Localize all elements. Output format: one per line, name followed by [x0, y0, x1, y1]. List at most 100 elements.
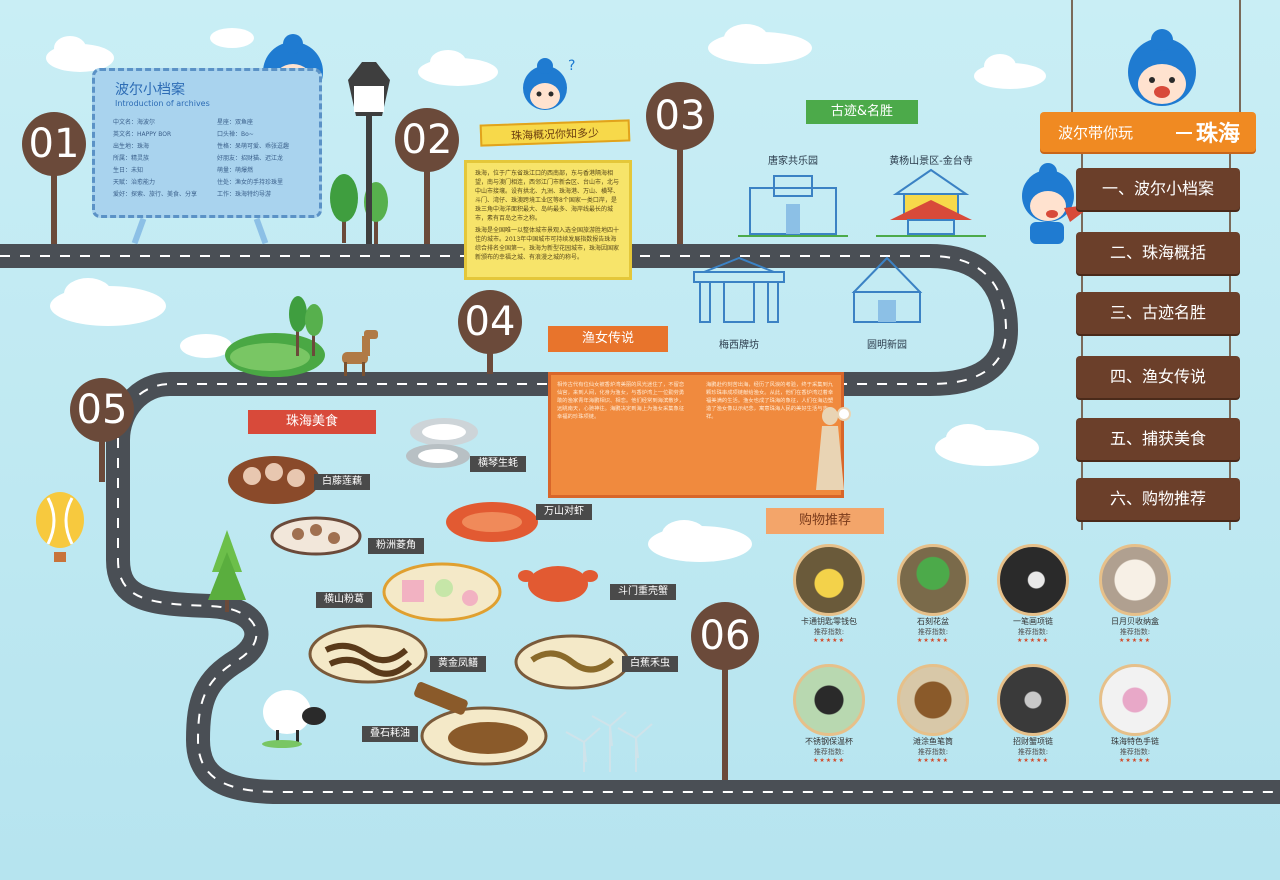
food-label-kudzu: 横山粉葛	[316, 592, 372, 608]
food-label-crab: 斗门重壳蟹	[610, 584, 676, 600]
shop-item-3[interactable]: 一笔画项链 推荐指数: ★★★★★	[978, 544, 1088, 644]
menu-item-overview[interactable]: 二、珠海概括	[1076, 232, 1240, 274]
shop-item-7[interactable]: 招财蟹项链 推荐指数: ★★★★★	[978, 664, 1088, 764]
signpost-06: 06	[691, 602, 759, 780]
svg-text:?: ?	[568, 58, 575, 74]
shop-item-rating-label: 推荐指数:	[813, 628, 845, 636]
hot-air-balloon	[36, 492, 84, 562]
shop-item-name: 珠海特色手链	[1111, 737, 1159, 746]
attraction-name-1: 唐家共乐园	[768, 156, 818, 167]
step-number-06: 06	[700, 613, 751, 659]
shopping-title: 购物推荐	[766, 508, 884, 534]
attractions-title: 古迹&名胜	[806, 100, 918, 124]
title-suffix: 珠海	[1196, 122, 1241, 147]
overview-card: 珠海，位于广东省珠江口的西南部，东与香港隔海相望，南与澳门相连，西邻江门市新会区…	[464, 160, 632, 280]
menu-ropes	[1071, 0, 1241, 530]
attraction-illustration-1	[738, 175, 848, 237]
shop-item-image	[793, 664, 865, 736]
shop-item-image	[1099, 664, 1171, 736]
shop-item-rating-label: 推荐指数:	[1119, 628, 1151, 636]
shop-item-1[interactable]: 卡通钥匙零钱包 推荐指数: ★★★★★	[774, 544, 884, 644]
step-number-04: 04	[465, 299, 516, 345]
shop-item-name: 石刻花盆	[917, 617, 949, 626]
shop-item-6[interactable]: 滩涂鱼笔筒 推荐指数: ★★★★★	[878, 664, 988, 764]
profile-title: 波尔小档案	[115, 82, 185, 98]
profile-left-column: 中文名：海波尔 英文名：HAPPY BOR 出生地：珠海 所属：精灵族 生日：未…	[113, 117, 197, 201]
profile-card: 波尔小档案 Introduction of archives 中文名：海波尔 英…	[92, 68, 322, 218]
step-number-05: 05	[77, 387, 128, 433]
profile-field: 天赋：治愈能力	[113, 179, 156, 186]
road-center-line	[0, 255, 1280, 793]
sheep	[262, 690, 326, 748]
title-banner: 波尔带你玩 珠海	[1040, 112, 1256, 152]
profile-field: 所属：精灵族	[113, 155, 150, 162]
profile-field: 星座：双鱼座	[217, 119, 254, 126]
attraction-name-3: 梅西牌坊	[719, 340, 759, 351]
title-prefix: 波尔带你玩	[1058, 124, 1134, 142]
profile-field: 住处：渔女的手持珍珠里	[217, 179, 284, 186]
attraction-illustration-2	[876, 168, 986, 237]
profile-field: 出生地：珠海	[113, 143, 150, 150]
shop-item-stars: ★★★★★	[917, 757, 949, 764]
menu-item-shopping[interactable]: 六、购物推荐	[1076, 478, 1240, 520]
food-title: 珠海美食	[248, 410, 376, 434]
shop-item-name: 不锈钢保温杯	[805, 737, 853, 746]
food-label-eel: 黄金凤鳝	[430, 656, 486, 672]
shop-item-image	[793, 544, 865, 616]
menu-item-legend[interactable]: 四、渔女传说	[1076, 356, 1240, 398]
profile-field: 工作：珠海特约导游	[217, 191, 272, 198]
signpost-04: 04	[458, 290, 522, 374]
legend-title: 渔女传说	[548, 326, 668, 352]
food-label-water-chestnut: 粉洲菱角	[368, 538, 424, 554]
shop-item-rating-label: 推荐指数:	[917, 748, 949, 756]
street-lamp	[348, 62, 390, 244]
menu-item-profile[interactable]: 一、波尔小档案	[1076, 168, 1240, 210]
profile-field: 生日：未知	[113, 167, 144, 174]
shop-item-name: 滩涂鱼笔筒	[913, 737, 953, 746]
shop-item-4[interactable]: 日月贝收纳盒 推荐指数: ★★★★★	[1080, 544, 1190, 644]
food-label-oyster: 横琴生蚝	[470, 456, 526, 472]
menu-item-attractions[interactable]: 三、古迹名胜	[1076, 292, 1240, 334]
profile-field: 好朋友：招财猫、迟江龙	[217, 155, 284, 162]
shop-item-stars: ★★★★★	[1017, 757, 1049, 764]
profile-field: 萌量：萌爆燃	[217, 167, 254, 174]
signpost-03: 03	[646, 82, 714, 244]
shop-item-stars: ★★★★★	[1119, 637, 1151, 644]
attraction-illustration-4	[851, 256, 923, 323]
fisher-girl-statue	[816, 407, 851, 490]
attraction-name-2: 黄杨山景区-金台寺	[889, 156, 973, 167]
step-number-03: 03	[655, 93, 706, 139]
step-number-02: 02	[402, 117, 453, 163]
shop-item-2[interactable]: 石刻花盆 推荐指数: ★★★★★	[878, 544, 988, 644]
shop-item-8[interactable]: 珠海特色手链 推荐指数: ★★★★★	[1080, 664, 1190, 764]
signpost-05: 05	[70, 378, 134, 482]
legend-paragraph-1: 相传古代有位仙女被香炉湾美丽的风光迷住了，不留恋仙宫，来到人间，化身为渔女，与香…	[557, 382, 685, 420]
shop-item-name: 卡通钥匙零钱包	[801, 617, 857, 626]
shop-item-image	[897, 544, 969, 616]
overview-paragraph-2: 珠海是全国唯一以整体城市景观入选全国旅游胜地四十佳的城市。2013年中国城市可持…	[475, 227, 620, 261]
shop-item-image	[997, 664, 1069, 736]
shop-item-image	[1099, 544, 1171, 616]
profile-field: 口头禅：Bo~	[217, 131, 254, 138]
shop-item-5[interactable]: 不锈钢保温杯 推荐指数: ★★★★★	[774, 664, 884, 764]
menu-item-food[interactable]: 五、捕获美食	[1076, 418, 1240, 460]
mascot-flying	[1022, 163, 1094, 244]
profile-right-column: 星座：双鱼座 口头禅：Bo~ 性格：呆萌可爱、乖张逗趣 好朋友：招财猫、迟江龙 …	[217, 117, 289, 201]
clouds	[46, 24, 1046, 562]
signpost-02: 02	[395, 108, 459, 244]
shop-item-stars: ★★★★★	[1119, 757, 1151, 764]
shop-item-name: 日月贝收纳盒	[1111, 617, 1159, 626]
shop-item-rating-label: 推荐指数:	[917, 628, 949, 636]
shop-item-image	[997, 544, 1069, 616]
shop-item-name: 一笔画项链	[1013, 617, 1053, 626]
legend-paragraph-2: 海鹏赴约刻苦出海，经历了风浪的考验，终于采集到九颗珍珠串成项链献给渔女。从此，他…	[706, 382, 834, 420]
overview-paragraph-1: 珠海，位于广东省珠江口的西南部，东与香港隔海相望，南与澳门相连，西邻江门市新会区…	[475, 170, 620, 222]
mascot-thinking: ?	[523, 58, 575, 110]
profile-field: 爱好：探索、旅行、美食、分享	[113, 191, 198, 198]
profile-field: 性格：呆萌可爱、乖张逗趣	[217, 143, 290, 150]
shop-item-name: 招财蟹项链	[1013, 737, 1053, 746]
food-label-shrimp: 万山对虾	[536, 504, 592, 520]
legend-card: 相传古代有位仙女被香炉湾美丽的风光迷住了，不留恋仙宫，来到人间，化身为渔女，与香…	[548, 372, 844, 498]
